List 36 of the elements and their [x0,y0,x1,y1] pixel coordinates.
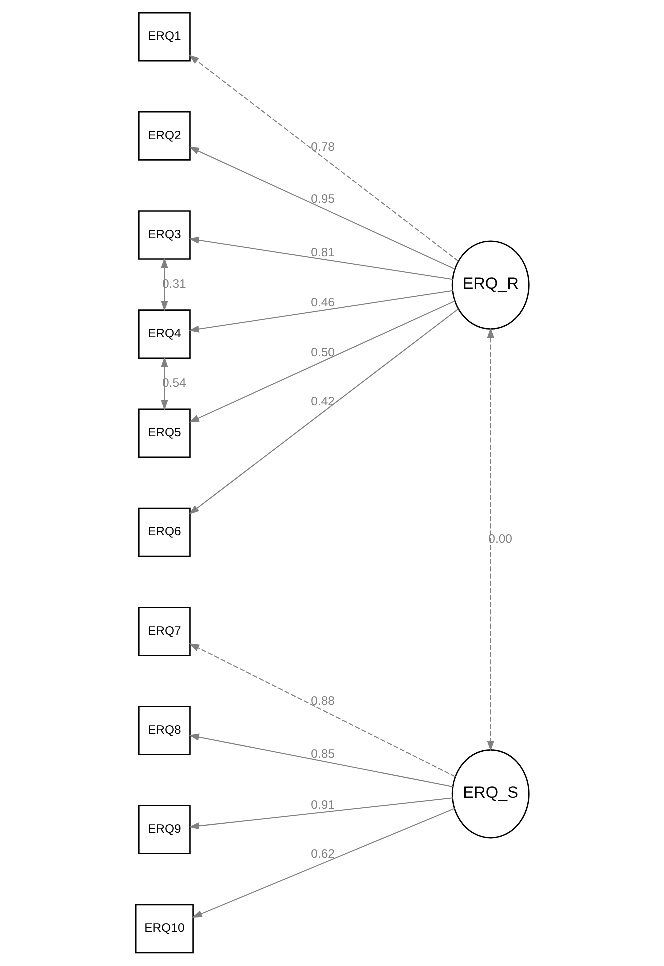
node-box: ERQ9 [138,805,190,855]
node-box: ERQ7 [138,606,190,656]
arrow [188,643,456,778]
node-ellipse: ERQ_R [451,240,530,330]
node-box: ERQ6 [138,508,190,558]
node-box: ERQ5 [138,408,190,458]
edge-label: 0.91 [310,798,334,812]
edge-label: 0.78 [310,140,334,154]
node-box: ERQ2 [138,111,190,161]
arrow [188,146,455,270]
edge-label: 0.62 [310,847,334,862]
node-box: ERQ1 [138,12,190,62]
arrow [160,357,168,410]
arrow [188,290,453,333]
edge-label: 0.95 [310,192,334,206]
edge-label: 0.00 [488,532,512,546]
edge-label: 0.88 [310,694,334,708]
edge-label: 0.50 [310,345,334,360]
edge-label: 0.42 [310,394,334,408]
arrow [188,308,459,515]
edge-label: 0.81 [310,245,334,260]
node-ellipse: ERQ_S [451,750,530,839]
arrow [188,734,453,788]
edge-label: 0.46 [310,295,334,310]
node-box: ERQ4 [138,310,190,360]
arrow [486,328,494,752]
arrow [192,808,455,918]
arrow [188,798,453,830]
node-box: ERQ3 [138,210,190,260]
node-box: ERQ8 [138,706,190,756]
arrow [160,258,168,312]
arrow [188,300,455,423]
arrow [188,54,459,262]
node-box: ERQ10 [134,904,194,954]
edge-label: 0.85 [310,746,334,761]
arrow [188,236,453,280]
